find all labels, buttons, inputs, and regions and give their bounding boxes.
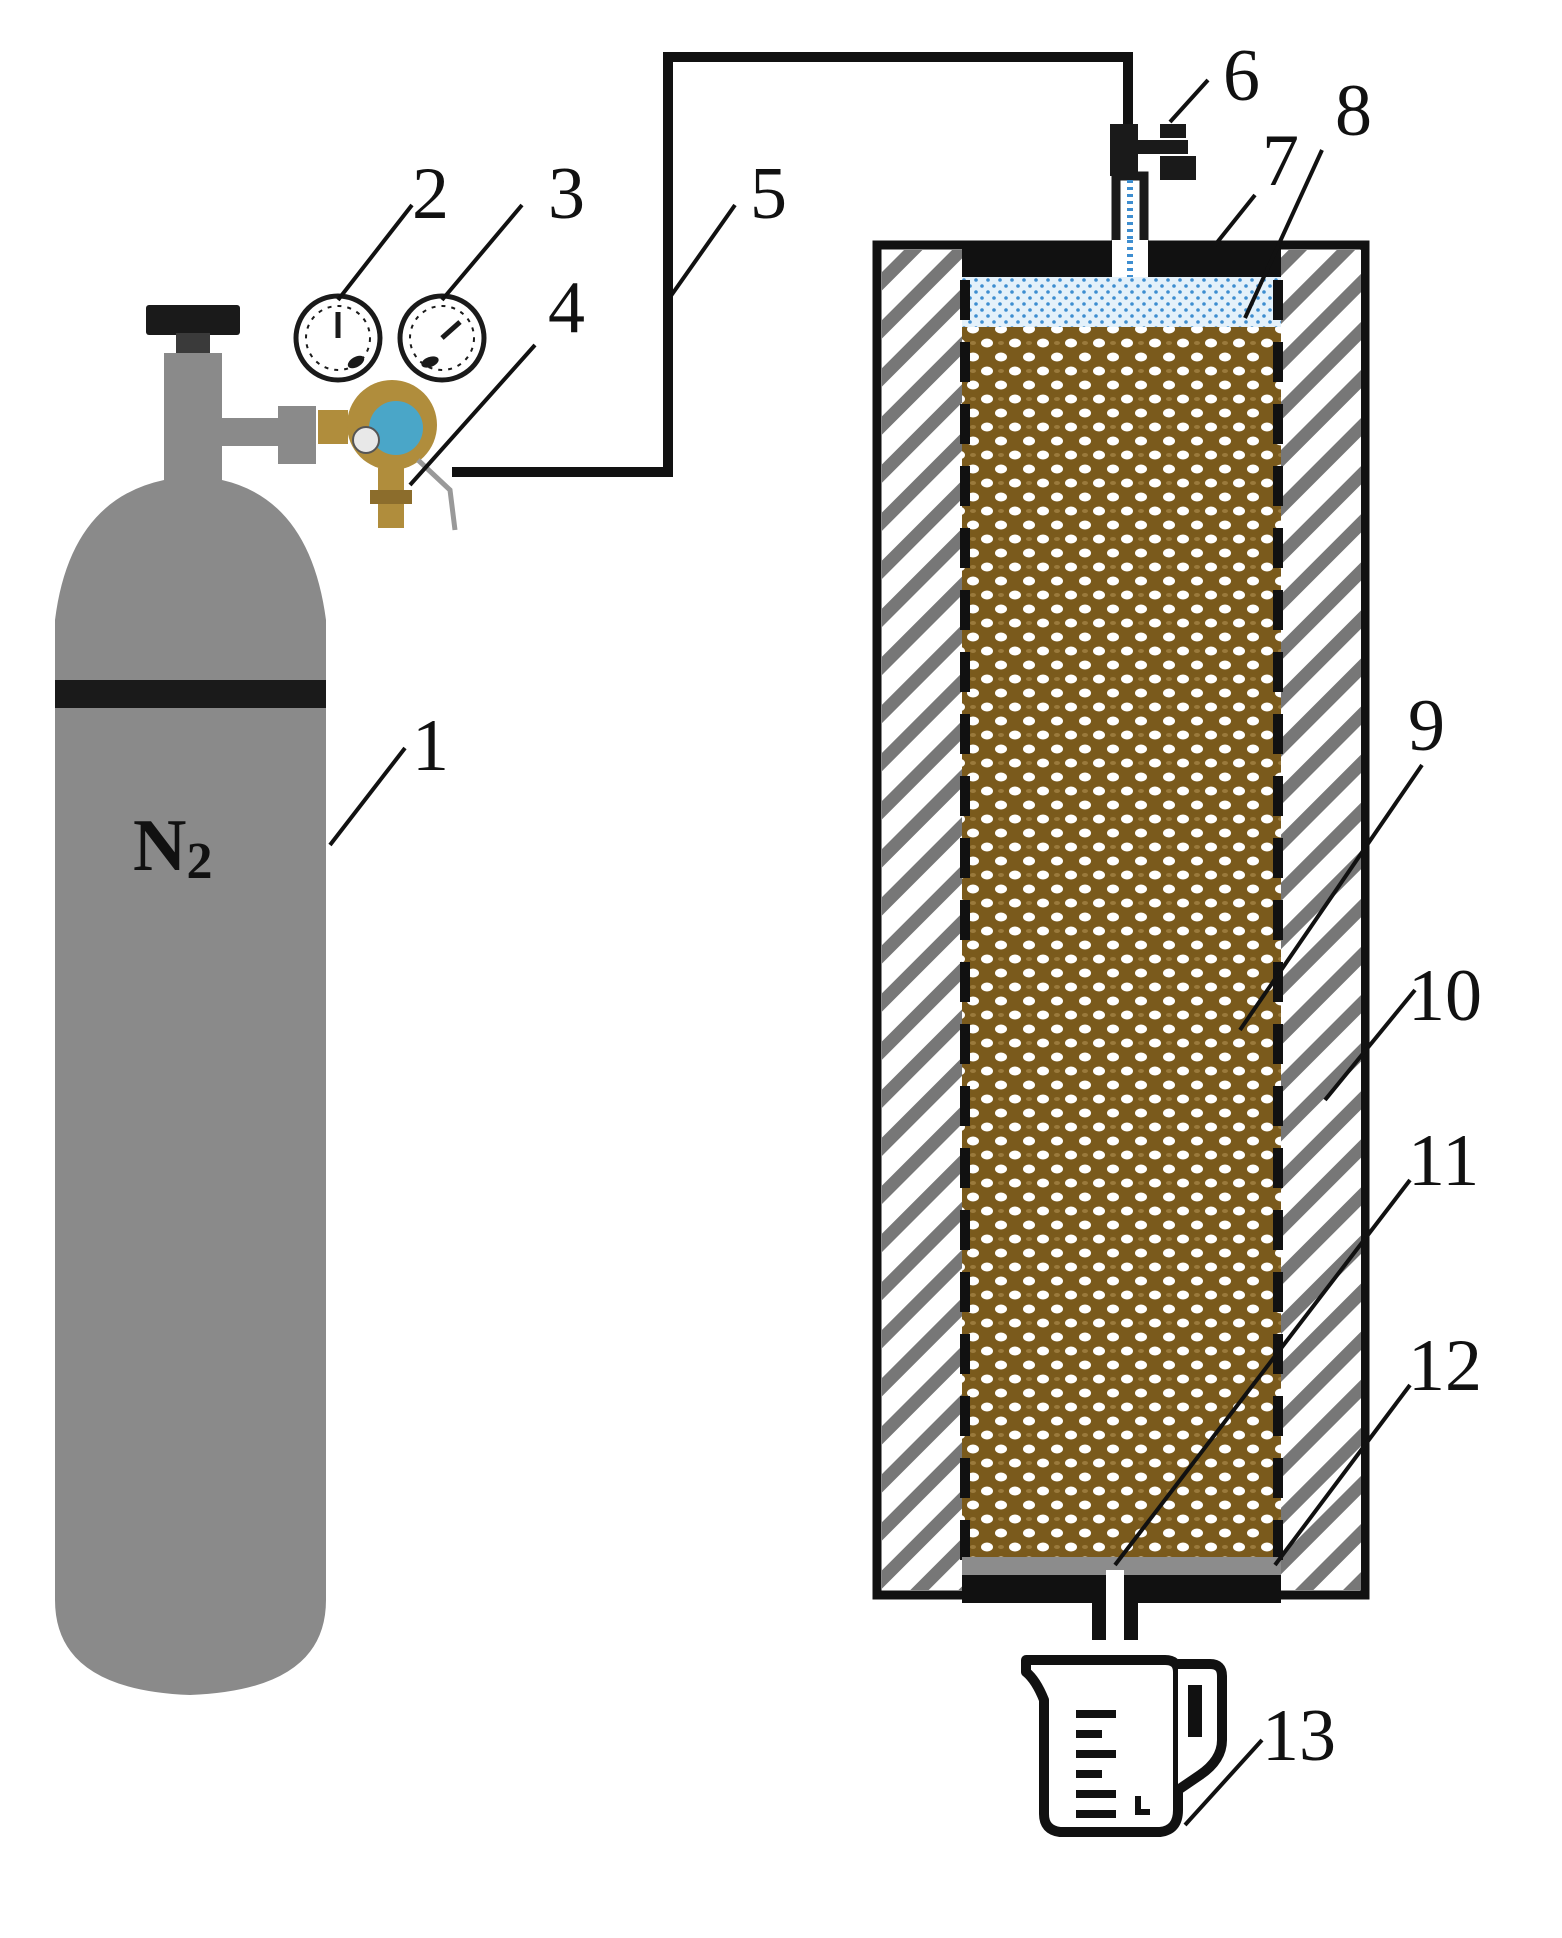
callout-9: 9 (1408, 685, 1445, 767)
pressure-gauge-icon (293, 293, 383, 383)
callout-labels: 1 2 3 4 5 6 7 8 9 10 11 12 13 (412, 35, 1482, 1777)
gas-line (452, 52, 1133, 477)
callout-8: 8 (1335, 70, 1372, 152)
callout-5: 5 (750, 153, 787, 235)
callout-12: 12 (1408, 1325, 1482, 1407)
callout-6: 6 (1223, 35, 1260, 117)
measuring-cup-icon (1021, 1655, 1227, 1837)
leader-lines (328, 78, 1424, 1827)
gas-cylinder-icon: N2 (55, 305, 326, 1695)
callout-11: 11 (1408, 1120, 1479, 1202)
callout-10: 10 (1408, 955, 1482, 1037)
sand-column (872, 240, 1370, 1640)
pressure-gauge-icon (397, 293, 487, 383)
callout-4: 4 (548, 267, 585, 349)
regulator-icon (318, 380, 458, 531)
callout-2: 2 (412, 153, 449, 235)
callout-1: 1 (412, 705, 449, 787)
gas-label: N2 (133, 805, 212, 890)
callout-7: 7 (1262, 120, 1299, 202)
callout-13: 13 (1262, 1695, 1336, 1777)
callout-3: 3 (548, 153, 585, 235)
